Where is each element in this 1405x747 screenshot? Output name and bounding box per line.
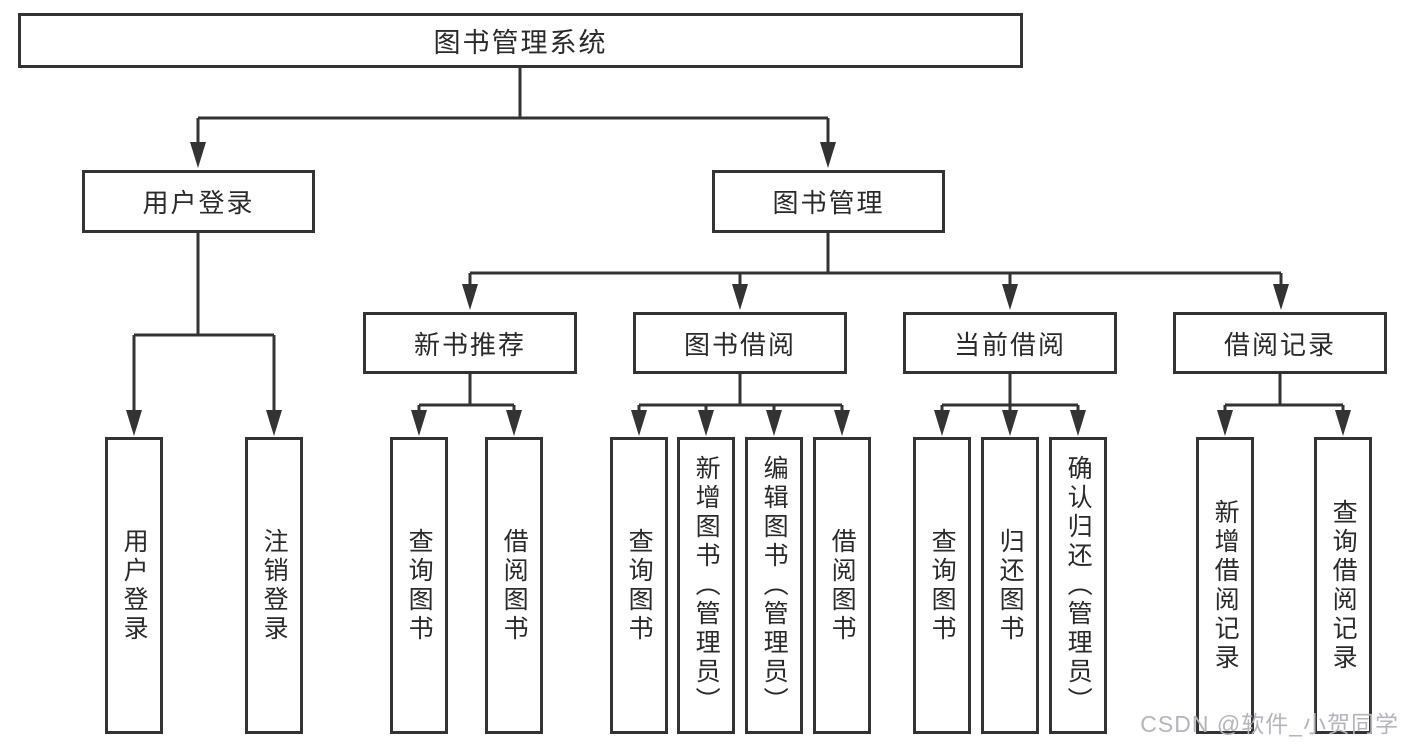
arrowhead-br-add — [1217, 410, 1233, 436]
leaf-bb-add-book-admin: 新增图书（管理员） — [677, 437, 735, 734]
leaf-bb-query-book-label: 查询图书 — [625, 527, 654, 644]
node-borrow-record-label: 借阅记录 — [1223, 329, 1336, 360]
arrowhead-leaf-user-login — [126, 410, 142, 436]
arrowhead-book-management — [820, 142, 836, 168]
leaf-bb-edit-book-admin-label: 编辑图书（管理员） — [760, 455, 789, 716]
connector-borrow-record-leaves — [1223, 374, 1345, 412]
node-user-login-label: 用户登录 — [142, 188, 255, 218]
leaf-bb-borrow-book: 借阅图书 — [813, 437, 871, 734]
arrowhead-cb-return — [1002, 410, 1018, 436]
node-book-borrow-label: 图书借阅 — [683, 329, 796, 360]
connector-book-management — [468, 233, 1283, 287]
arrowhead-bb-borrow — [834, 410, 850, 436]
node-current-borrow-label: 当前借阅 — [953, 329, 1066, 360]
arrowhead-nb-borrow — [506, 410, 522, 436]
arrowhead-user-login — [190, 142, 206, 168]
arrowhead-br-query — [1335, 410, 1351, 436]
connector-book-borrow-leaves — [637, 374, 844, 412]
node-root-label: 图书管理系统 — [433, 28, 608, 58]
arrowhead-book-borrow — [732, 284, 748, 310]
connector-user-login — [132, 233, 276, 412]
leaf-bb-edit-book-admin: 编辑图书（管理员） — [745, 437, 803, 734]
leaf-bb-add-book-admin-label: 新增图书（管理员） — [692, 455, 721, 716]
leaf-user-login-label: 用户登录 — [120, 527, 149, 644]
arrowhead-current-borrow — [1002, 284, 1018, 310]
leaf-nb-query-book-label: 查询图书 — [405, 527, 434, 644]
leaf-br-add-record-label: 新增借阅记录 — [1211, 498, 1240, 673]
leaf-cb-return-book: 归还图书 — [981, 437, 1039, 734]
node-new-book-recommend: 新书推荐 — [363, 312, 577, 374]
node-user-login: 用户登录 — [82, 170, 315, 233]
leaf-cb-query-book: 查询图书 — [913, 437, 971, 734]
leaf-cb-confirm-return-admin: 确认归还（管理员） — [1049, 437, 1107, 734]
connector-current-borrow-leaves — [940, 374, 1080, 412]
node-book-management: 图书管理 — [712, 170, 945, 233]
arrowhead-bb-add — [698, 410, 714, 436]
node-book-management-label: 图书管理 — [772, 188, 885, 218]
arrowhead-bb-edit — [766, 410, 782, 436]
leaf-cb-return-book-label: 归还图书 — [996, 527, 1025, 644]
leaf-nb-borrow-book: 借阅图书 — [485, 437, 543, 734]
leaf-logout-label: 注销登录 — [260, 527, 289, 644]
arrowhead-nb-query — [411, 410, 427, 436]
leaf-br-query-record: 查询借阅记录 — [1314, 437, 1372, 734]
leaf-cb-confirm-return-admin-label: 确认归还（管理员） — [1064, 455, 1093, 716]
arrowhead-leaf-logout — [266, 410, 282, 436]
leaf-bb-query-book: 查询图书 — [610, 437, 668, 734]
node-root: 图书管理系统 — [18, 13, 1023, 68]
leaf-user-login: 用户登录 — [105, 437, 163, 734]
leaf-br-query-record-label: 查询借阅记录 — [1329, 498, 1358, 673]
leaf-br-add-record: 新增借阅记录 — [1196, 437, 1254, 734]
leaf-cb-query-book-label: 查询图书 — [928, 527, 957, 644]
arrowhead-cb-query — [934, 410, 950, 436]
arrowhead-new-book — [462, 284, 478, 310]
arrowhead-borrow-record — [1273, 284, 1289, 310]
arrowhead-bb-query — [631, 410, 647, 436]
leaf-nb-query-book: 查询图书 — [390, 437, 448, 734]
node-book-borrow: 图书借阅 — [633, 312, 847, 374]
connector-new-book — [417, 374, 516, 412]
watermark: CSDN @软件_小贺同学 — [1140, 711, 1399, 737]
node-current-borrow: 当前借阅 — [903, 312, 1117, 374]
leaf-bb-borrow-book-label: 借阅图书 — [828, 527, 857, 644]
connector-root — [196, 68, 830, 144]
leaf-nb-borrow-book-label: 借阅图书 — [500, 527, 529, 644]
arrowhead-cb-confirm — [1070, 410, 1086, 436]
leaf-logout: 注销登录 — [245, 437, 303, 734]
node-borrow-record: 借阅记录 — [1173, 312, 1387, 374]
node-new-book-recommend-label: 新书推荐 — [413, 329, 526, 360]
